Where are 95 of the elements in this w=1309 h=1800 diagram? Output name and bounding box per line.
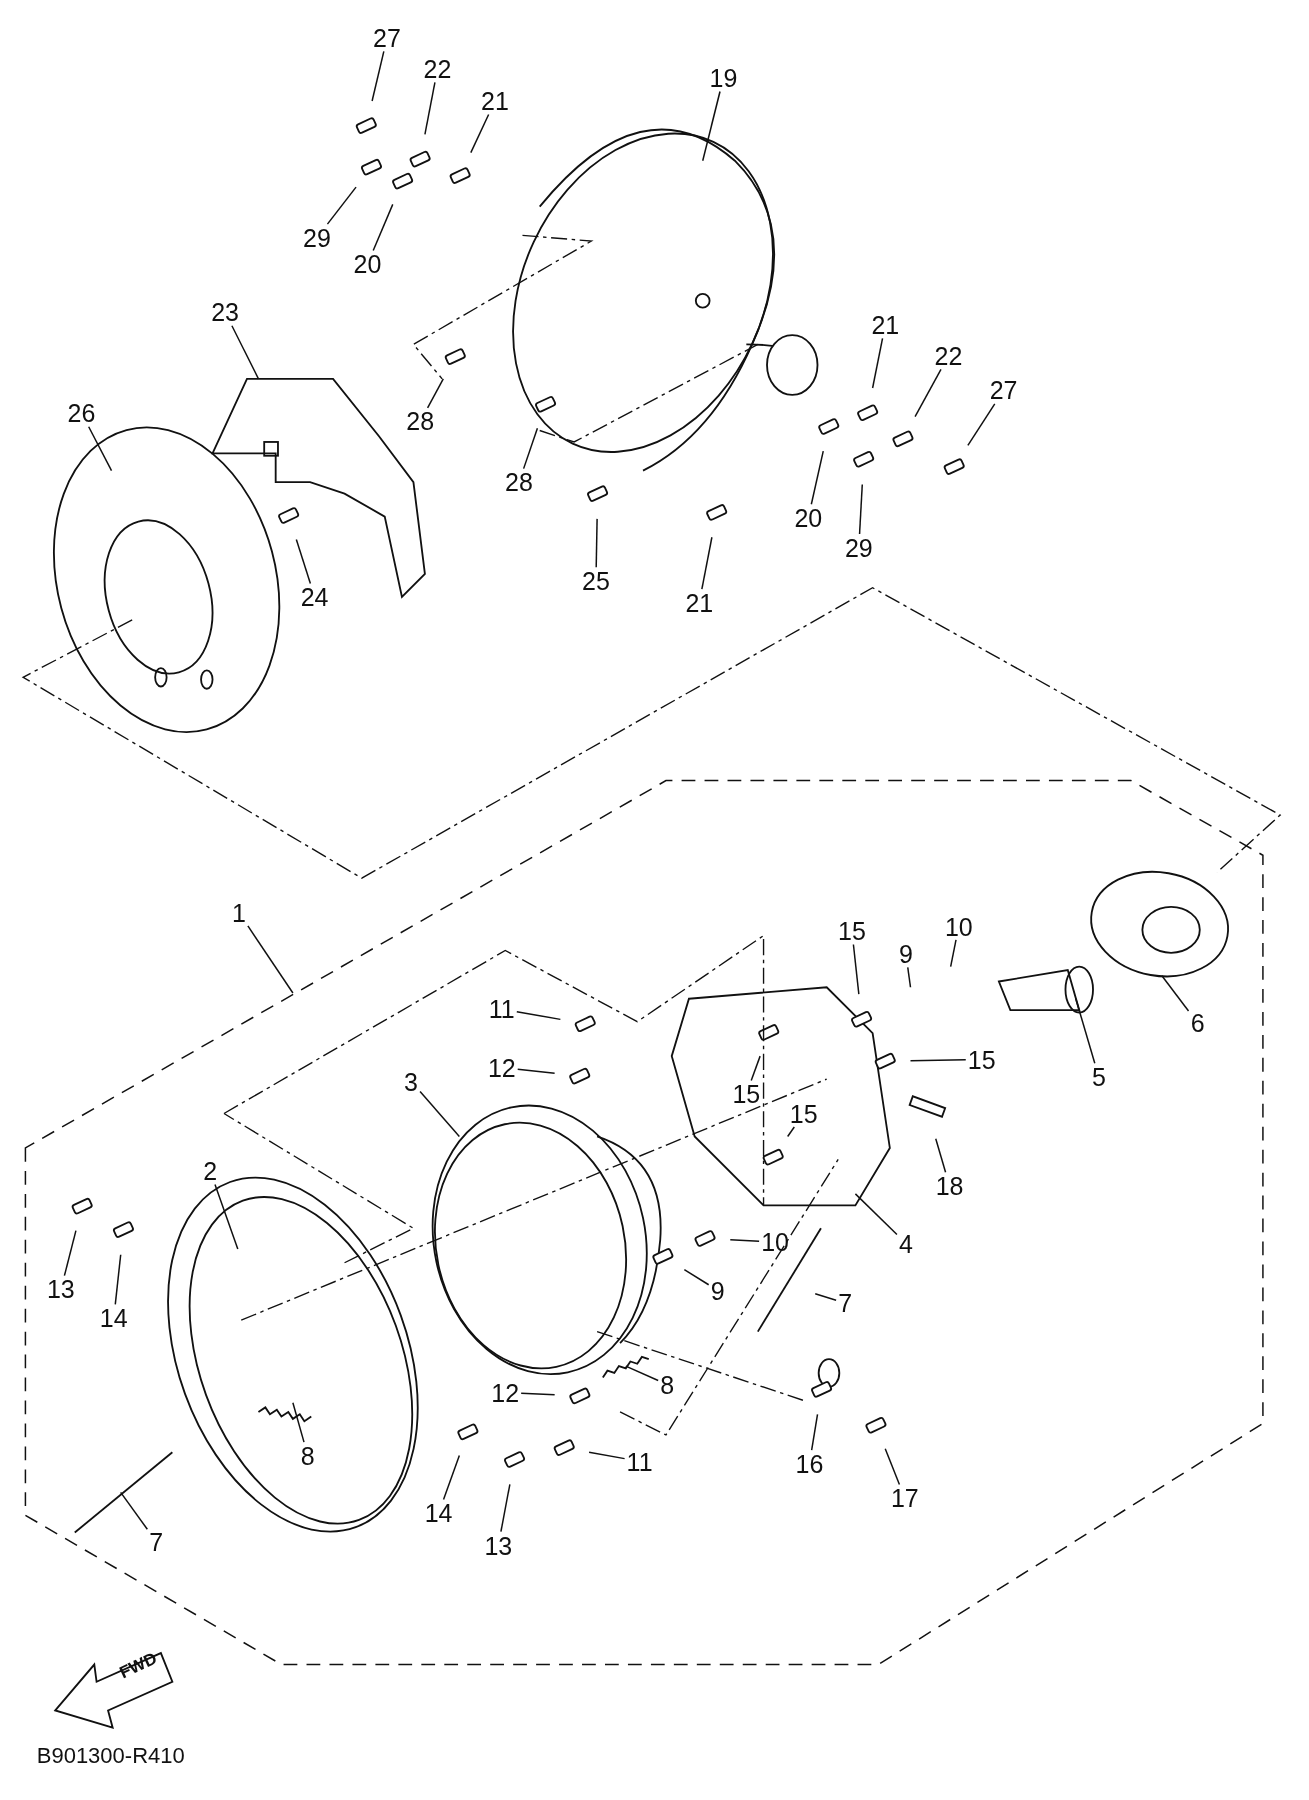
leader-line [907, 966, 912, 988]
leader-line [419, 1090, 461, 1138]
callout-number: 21 [479, 87, 511, 115]
callout-number: 18 [933, 1172, 966, 1200]
callout-number: 12 [489, 1379, 522, 1407]
callout-number: 15 [836, 917, 868, 945]
leader-line [967, 403, 996, 447]
callout-number: 21 [869, 311, 902, 339]
callout-number: 21 [683, 589, 716, 617]
leader-line [520, 1392, 556, 1396]
callout-number: 5 [1089, 1063, 1108, 1091]
leader-line [295, 538, 312, 585]
leader-line [371, 50, 385, 102]
leader-line [326, 186, 357, 225]
leader-line [750, 1055, 761, 1082]
leader-line [786, 1126, 796, 1138]
leader-line [214, 1183, 239, 1250]
leader-line [119, 1491, 149, 1531]
leader-line [442, 1454, 461, 1501]
leader-line [625, 1365, 659, 1382]
callout-number: 13 [482, 1532, 515, 1560]
callout-number: 20 [351, 250, 384, 278]
callout-number: 22 [421, 55, 454, 83]
callout-number: 7 [836, 1289, 855, 1317]
leader-line [63, 1229, 77, 1277]
leader-line [909, 1059, 967, 1062]
callout-number: 9 [708, 1277, 727, 1305]
leader-line [516, 1068, 556, 1075]
leader-line [810, 450, 824, 505]
leader-line [372, 203, 394, 252]
leader-line [810, 1413, 819, 1451]
diagram-code: B901300-R410 [36, 1743, 185, 1770]
callout-number: 29 [842, 534, 875, 562]
callout-number: 20 [792, 504, 825, 532]
leader-line [683, 1268, 710, 1286]
callout-number: 28 [503, 468, 535, 496]
callout-number: 26 [65, 399, 98, 427]
leader-line [852, 943, 860, 995]
leader-line [949, 939, 957, 968]
callout-number: 8 [298, 1442, 317, 1470]
leader-line [247, 925, 294, 994]
leader-line [470, 113, 490, 154]
leader-line [854, 1193, 898, 1236]
leader-line [858, 483, 864, 535]
leader-line [516, 1010, 562, 1021]
callout-number: 11 [624, 1448, 655, 1476]
callout-number: 23 [209, 298, 241, 326]
callout-number: 11 [486, 995, 517, 1023]
leader-line [1161, 975, 1190, 1012]
callout-number: 6 [1188, 1009, 1207, 1037]
leader-line [424, 81, 436, 136]
callout-number: 27 [987, 376, 1020, 404]
callout-number: 7 [147, 1528, 166, 1556]
callout-number: 17 [888, 1484, 921, 1512]
callout-number: 4 [897, 1230, 915, 1258]
leader-line [914, 368, 942, 418]
leader-line [292, 1402, 305, 1443]
callout-number: 15 [965, 1046, 998, 1074]
callout-number: 14 [422, 1499, 455, 1527]
leader-line [701, 90, 721, 162]
callout-number: 10 [942, 913, 975, 941]
callout-number: 29 [301, 224, 333, 252]
callout-number: 1 [229, 899, 248, 927]
callout-number: 22 [932, 342, 965, 370]
callout-number: 24 [298, 583, 331, 611]
callout-number: 14 [97, 1304, 130, 1332]
leader-line [500, 1483, 511, 1533]
callout-number: 2 [201, 1157, 220, 1185]
leader-line [522, 427, 539, 470]
leader-line [935, 1138, 947, 1174]
leader-line [814, 1293, 837, 1301]
callout-number: 15 [730, 1080, 763, 1108]
leader-line [701, 536, 713, 590]
callout-number: 28 [404, 407, 437, 435]
leader-line [595, 518, 598, 569]
callout-number: 8 [658, 1371, 677, 1399]
leader-line [426, 378, 445, 409]
callout-number: 3 [402, 1068, 420, 1096]
leader-line [729, 1239, 760, 1242]
callout-number: 27 [371, 24, 403, 52]
callout-number: 12 [485, 1054, 518, 1082]
callout-number: 10 [759, 1228, 791, 1256]
leader-line [231, 325, 260, 380]
leader-line [588, 1451, 626, 1460]
callout-number: 13 [44, 1275, 77, 1303]
leader-line [884, 1447, 901, 1486]
callout-number: 19 [707, 64, 740, 92]
leader-line [871, 337, 884, 389]
callout-number: 25 [580, 567, 612, 595]
callout-number: 9 [897, 940, 915, 968]
leader-line [87, 426, 113, 472]
leader-line [1075, 997, 1096, 1065]
callout-number: 16 [793, 1450, 826, 1478]
callout-number: 15 [787, 1100, 820, 1128]
leader-line [114, 1253, 122, 1306]
